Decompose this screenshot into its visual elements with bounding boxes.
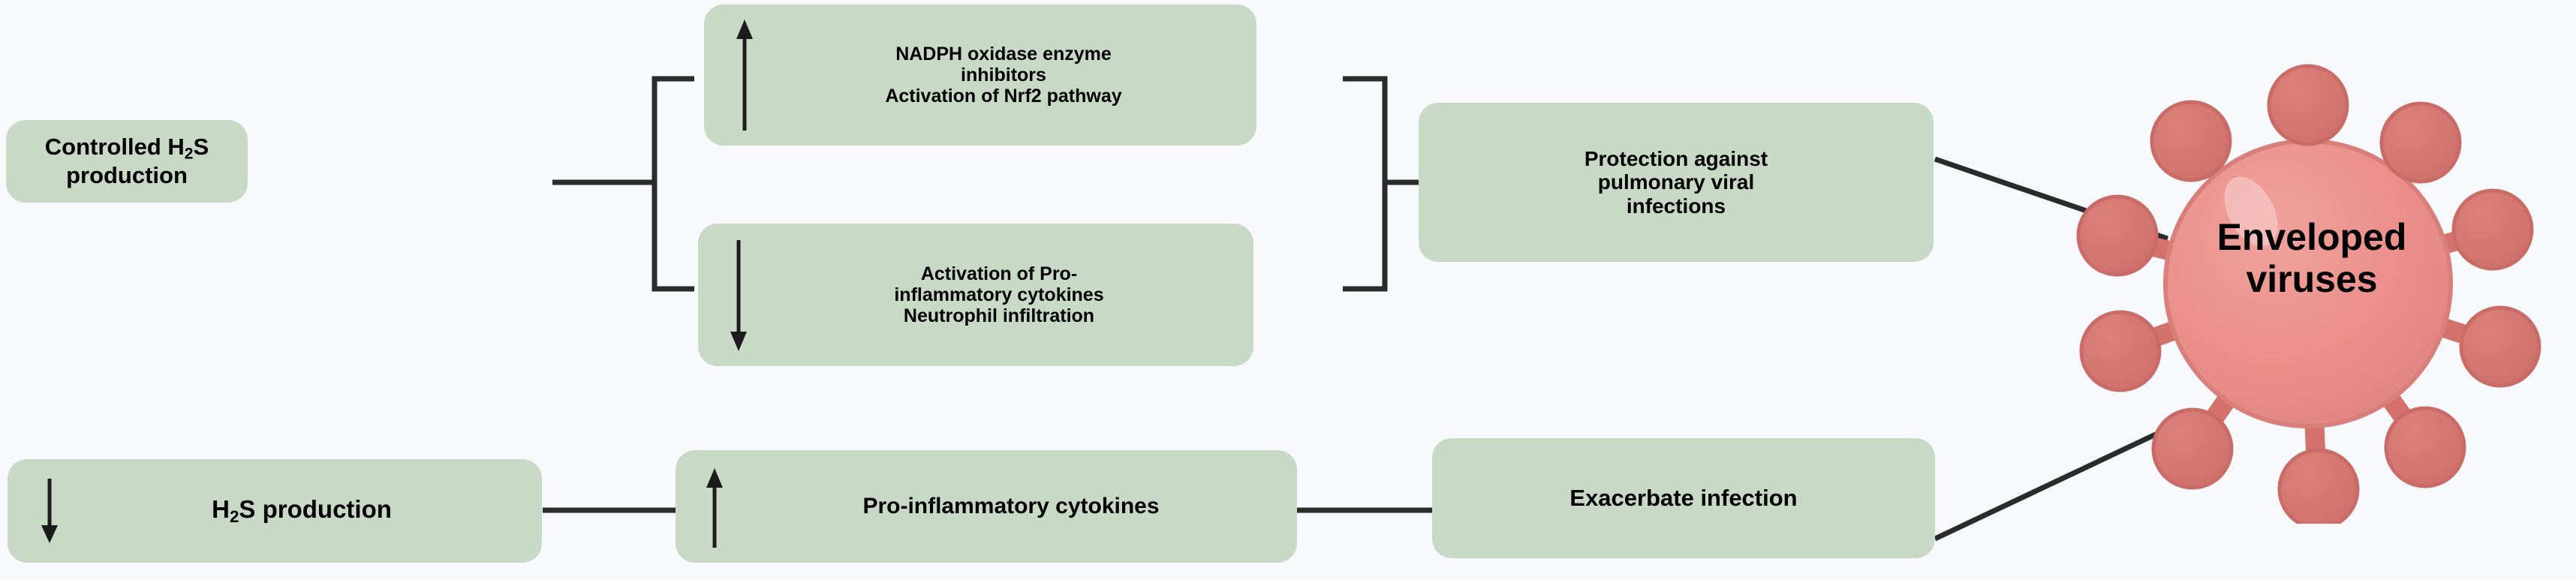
- node-exacerbate-infection[interactable]: Exacerbate infection: [1432, 438, 1935, 558]
- node-protection-against-pulmonary-viral-infections[interactable]: Protection against pulmonary viral infec…: [1419, 103, 1934, 262]
- node-controlled-h2s-production[interactable]: Controlled H2S production: [6, 120, 248, 203]
- node-label: Protection against pulmonary viral infec…: [1584, 146, 1768, 218]
- down-arrow-icon: [724, 240, 754, 353]
- node-nadph-oxidase-inhibitors[interactable]: NADPH oxidase enzyme inhibitors Activati…: [704, 5, 1256, 146]
- node-label: Exacerbate infection: [1569, 484, 1798, 511]
- node-label: Pro-inflammatory cytokines: [862, 494, 1160, 519]
- enveloped-virus-illustration: [2068, 44, 2548, 524]
- up-arrow-icon: [700, 467, 730, 548]
- virus-highlight: [2224, 176, 2278, 247]
- connector-merge-bracket: [1343, 76, 1388, 292]
- node-pro-inflammatory-cytokines-up[interactable]: Pro-inflammatory cytokines: [676, 450, 1297, 563]
- node-label: Activation of Pro- inflammatory cytokine…: [894, 263, 1104, 326]
- node-pro-inflammatory-cytokines-down[interactable]: Activation of Pro- inflammatory cytokine…: [698, 224, 1253, 366]
- node-label: NADPH oxidase enzyme inhibitors Activati…: [885, 44, 1122, 107]
- connector-split-bracket: [652, 76, 694, 292]
- node-reduced-h2s-production[interactable]: H2S production: [8, 459, 542, 563]
- enveloped-viruses-label: Enveloped viruses: [2216, 216, 2407, 300]
- down-arrow-icon: [35, 479, 65, 545]
- virus-spike-knobs: [2076, 64, 2541, 524]
- node-label: Controlled H2S production: [44, 133, 209, 188]
- node-label: H2S production: [212, 495, 392, 526]
- up-arrow-icon: [730, 18, 760, 131]
